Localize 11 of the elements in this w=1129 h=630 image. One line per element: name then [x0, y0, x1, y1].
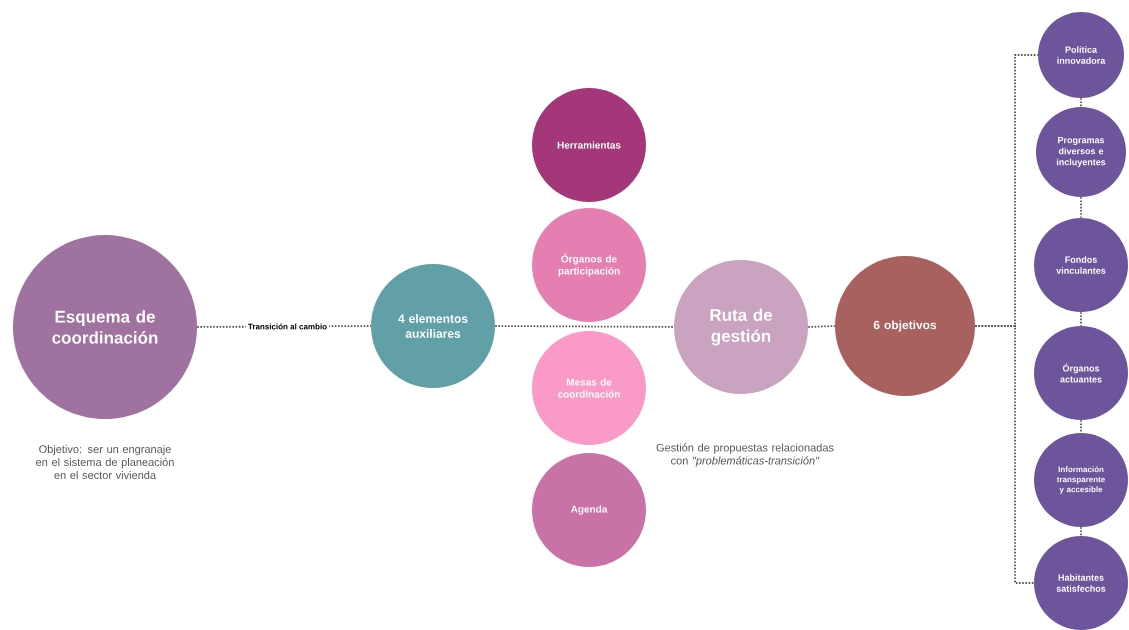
connector-line — [1080, 526, 1082, 537]
connector-line — [494, 325, 675, 328]
connector-line — [807, 325, 836, 328]
connector-line — [1080, 419, 1082, 434]
connector-line — [974, 325, 1035, 584]
caption-text: Objetivo: ser un engranaje en el sistema de planeación en el sector vivienda — [36, 444, 174, 480]
note-text: Gestión de propuestas relacionadas con "problemáticas-transición" — [656, 443, 834, 467]
connector-line — [1080, 97, 1082, 108]
connector-line — [1080, 311, 1082, 327]
connector-line — [1080, 196, 1082, 219]
edge-label: Transición al cambio — [248, 323, 327, 330]
